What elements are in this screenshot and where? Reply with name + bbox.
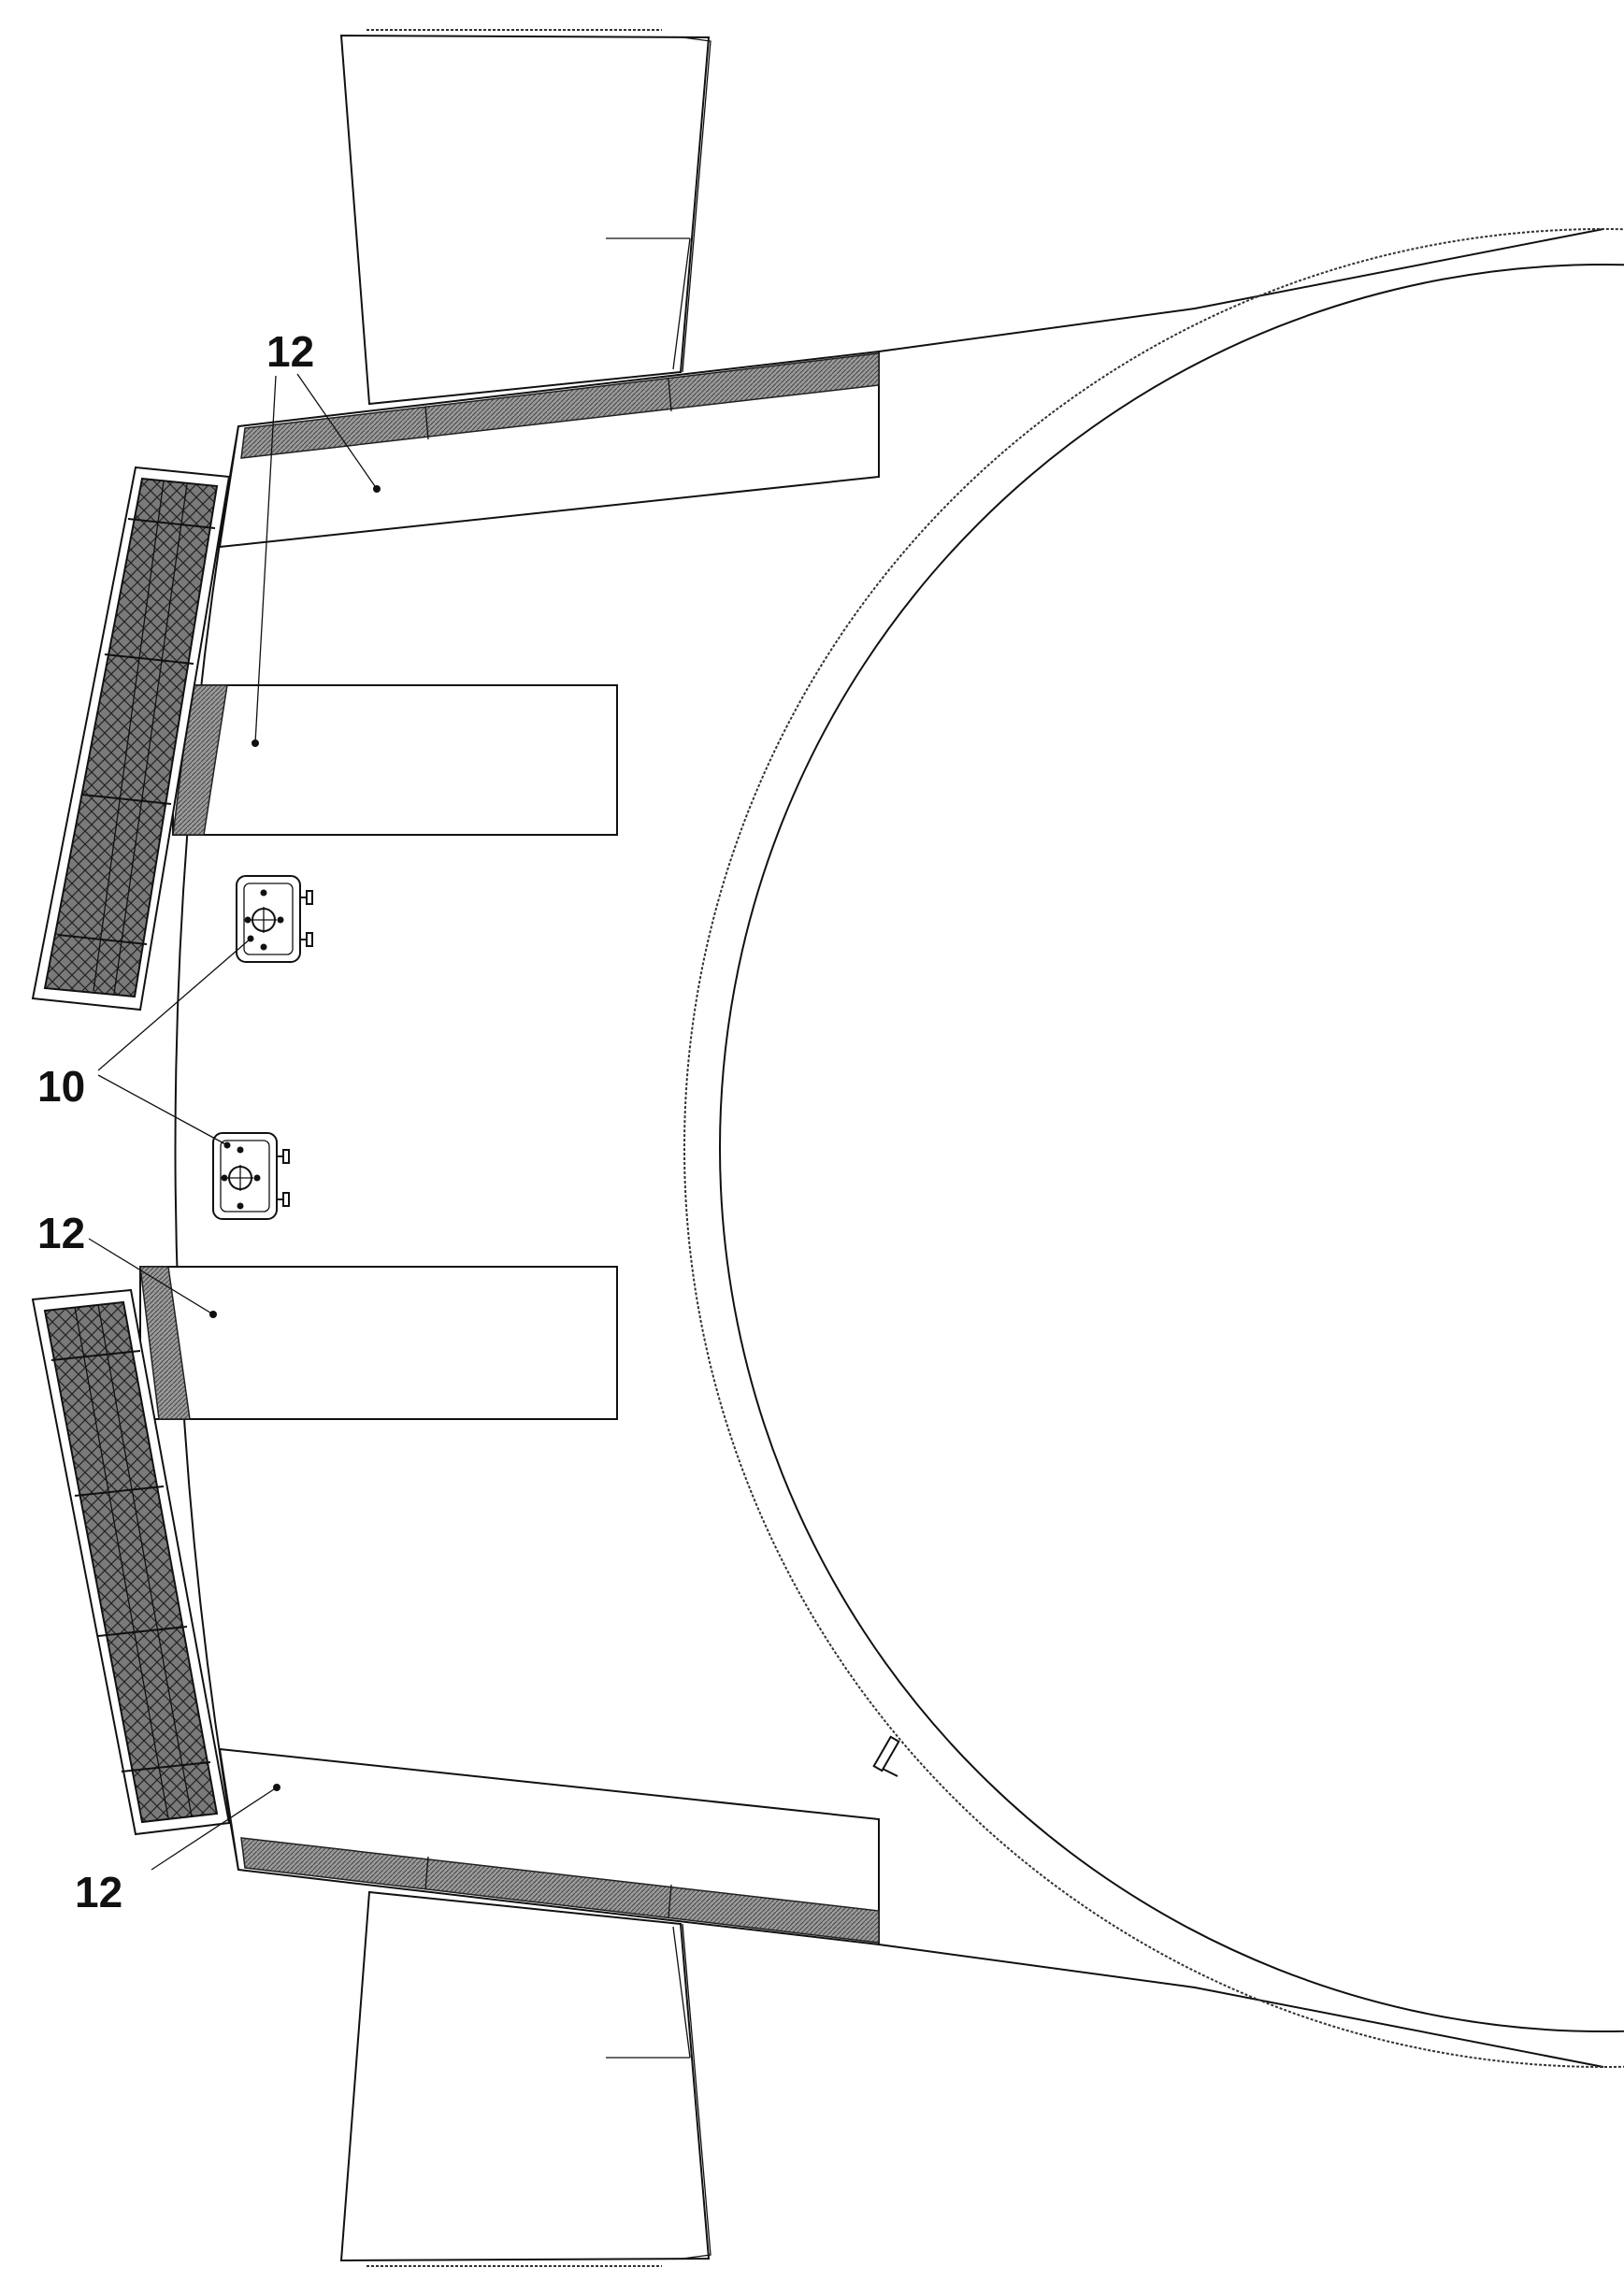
machine-body bbox=[174, 228, 1604, 2068]
callout-10: 10 bbox=[37, 1062, 85, 1111]
leader-lines bbox=[88, 373, 378, 1871]
callout-12-top: 12 bbox=[266, 327, 314, 376]
callout-12-bottom: 12 bbox=[75, 1868, 122, 1916]
upper-brush-block bbox=[172, 684, 618, 836]
upper-connector-plate bbox=[236, 875, 313, 963]
callout-12-middle: 12 bbox=[37, 1209, 85, 1257]
bottom-brush-panel bbox=[218, 1747, 880, 1946]
top-arm bbox=[339, 29, 711, 406]
upper-grille bbox=[31, 466, 231, 1012]
top-brush-panel bbox=[218, 350, 880, 549]
lower-grille bbox=[31, 1288, 231, 1836]
lower-brush-block bbox=[139, 1266, 618, 1420]
bottom-arm bbox=[339, 1890, 711, 2267]
lower-connector-plate bbox=[212, 1132, 290, 1220]
ring-platform bbox=[683, 228, 1624, 2068]
